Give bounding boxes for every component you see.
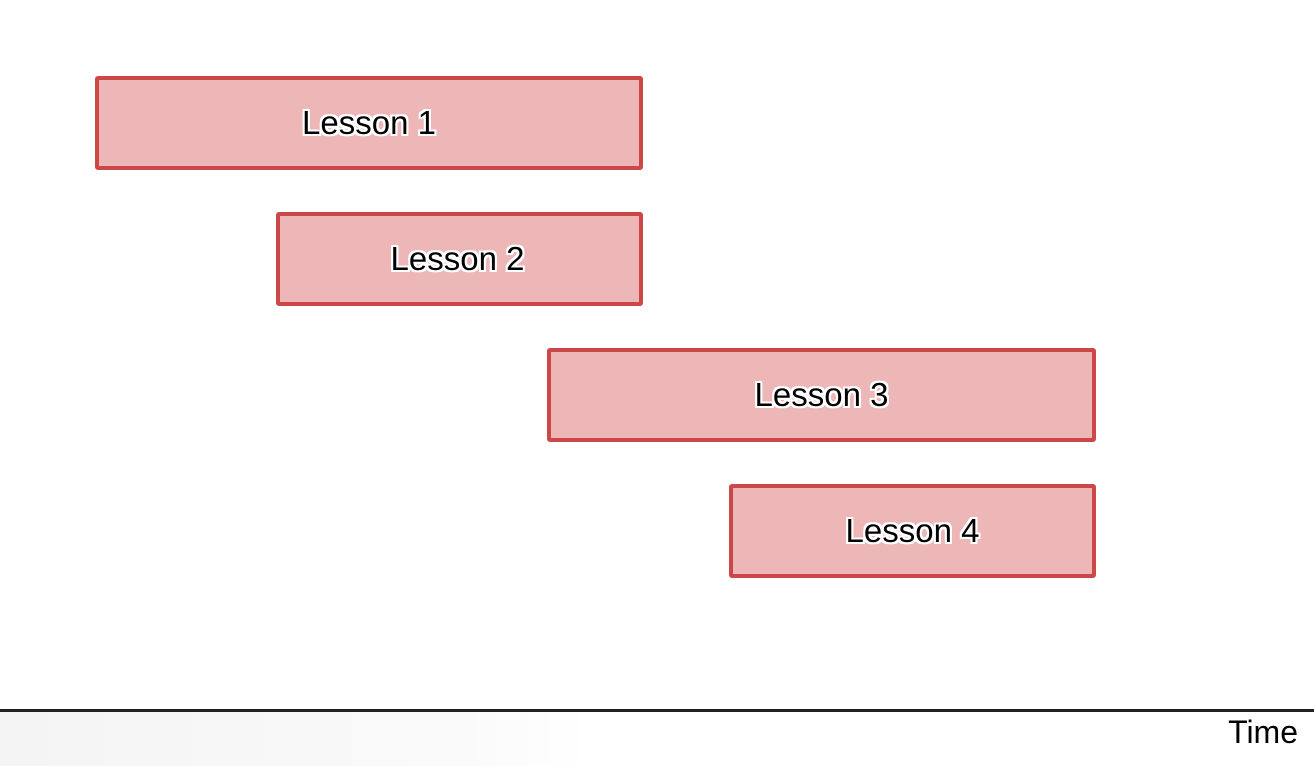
- lesson-bar-3: Lesson 3: [547, 348, 1096, 442]
- lesson-bar-4: Lesson 4: [729, 484, 1096, 578]
- time-axis-line: [0, 709, 1314, 712]
- lesson-bar-2: Lesson 2: [276, 212, 643, 306]
- lesson-bar-1: Lesson 1: [95, 76, 643, 170]
- lesson-label-4: Lesson 4: [845, 512, 980, 549]
- time-axis-label: Time: [1228, 714, 1298, 750]
- lesson-label-3: Lesson 3: [754, 376, 889, 413]
- axis-background: [0, 712, 1314, 766]
- lesson-label-1: Lesson 1: [302, 104, 436, 141]
- lesson-label-2: Lesson 2: [390, 240, 525, 277]
